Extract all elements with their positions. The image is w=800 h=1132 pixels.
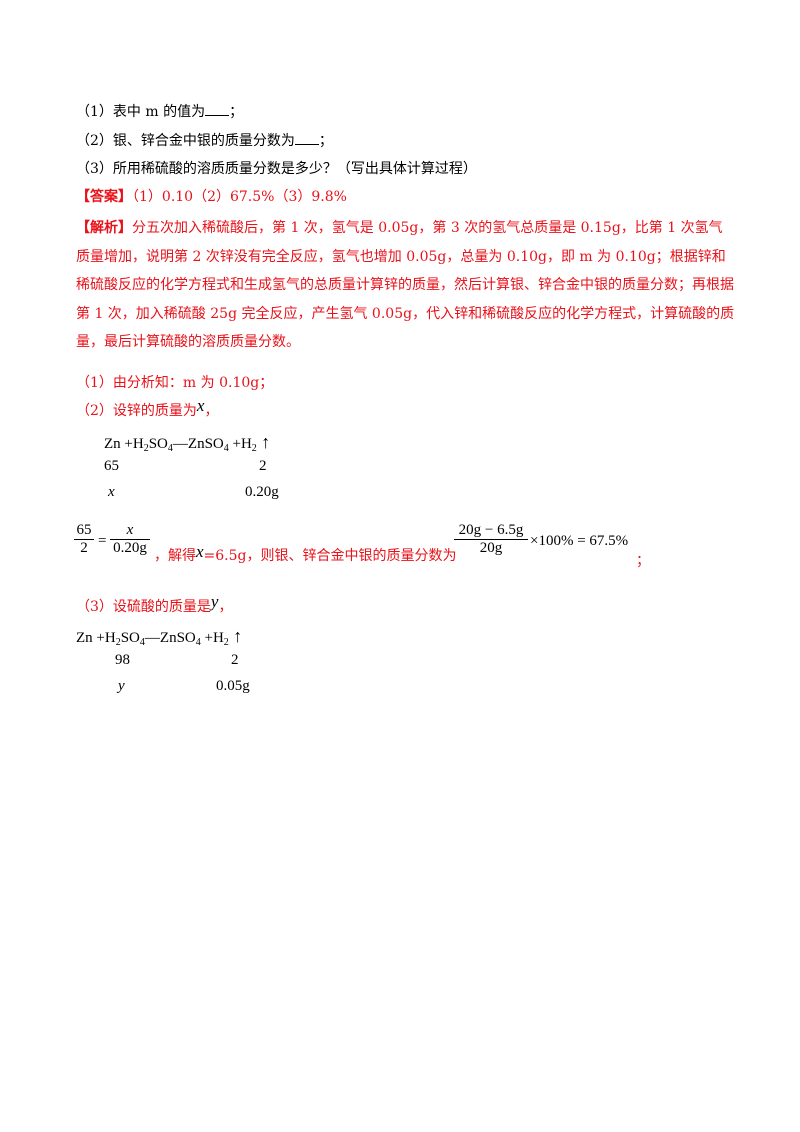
solution-step-1: （1）由分析知：m 为 0.10g； — [76, 375, 274, 391]
molar-mass-h2so4: 98 — [115, 652, 130, 668]
analysis-text: 分五次加入稀硫酸后，第 1 次，氢气是 0.05g，第 3 次的氢气总质量是 0… — [76, 220, 735, 351]
molar-mass-zn: 65 — [104, 458, 119, 474]
analysis-paragraph: 【解析】分五次加入稀硫酸后，第 1 次，氢气是 0.05g，第 3 次的氢气总质… — [76, 214, 736, 357]
chemical-equation-2: Zn +H2SO4—ZnSO4 +H2 ↑ — [76, 626, 243, 648]
molar-mass-h2: 2 — [259, 458, 267, 474]
percentage-expression: ×100% = 67.5% — [530, 533, 629, 549]
blank-line — [205, 103, 230, 116]
mass-h2: 0.20g — [245, 484, 279, 500]
answer-label: 【答案】 — [76, 189, 132, 205]
chemical-equation-1: Zn +H2SO4—ZnSO4 +H2 ↑ — [104, 432, 271, 454]
var-y: y — [118, 678, 125, 694]
fraction-x-over-020g: x 0.20g — [110, 522, 150, 557]
question-2: （2）银、锌合金中银的质量分数为； — [76, 132, 333, 149]
solution-step-2: （2）设锌的质量为x， — [76, 396, 219, 419]
question-1: （1）表中 m 的值为； — [76, 103, 244, 120]
blank-line — [294, 132, 319, 145]
mass-h2-2: 0.05g — [216, 678, 250, 694]
molar-mass-h2-2: 2 — [231, 652, 239, 668]
fraction-silver-mass: 20g − 6.5g 20g — [454, 522, 528, 557]
solution-step-3: （3）设硫酸的质量是y， — [76, 592, 233, 615]
analysis-label: 【解析】 — [76, 220, 132, 236]
fraction-65-over-2: 65 2 — [74, 522, 94, 557]
answer-text: （1）0.10（2）67.5%（3）9.8% — [132, 189, 347, 205]
semicolon: ； — [636, 553, 650, 569]
equals-sign: = — [98, 533, 107, 549]
question-3: （3）所用稀硫酸的溶质质量分数是多少？（写出具体计算过程） — [76, 161, 477, 177]
solution-middle-text: ，解得x=6.5g，则银、锌合金中银的质量分数为 — [154, 542, 457, 564]
var-x: x — [108, 484, 115, 500]
answer-line: 【答案】（1）0.10（2）67.5%（3）9.8% — [76, 186, 347, 206]
